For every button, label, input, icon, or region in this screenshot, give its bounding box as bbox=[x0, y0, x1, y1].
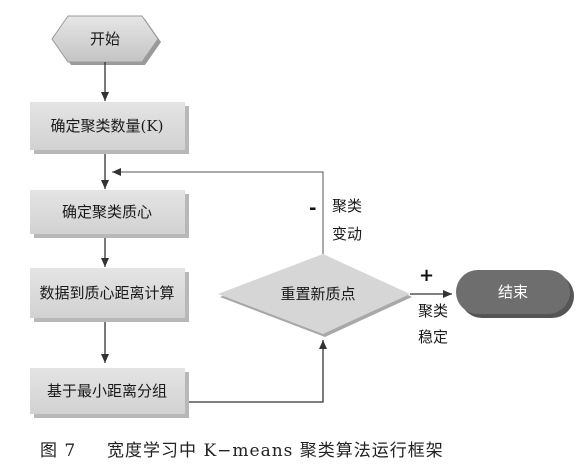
figure-caption: 图 7 宽度学习中 K−means 聚类算法运行框架 bbox=[40, 436, 580, 461]
stable-label-line1: 聚类 bbox=[418, 302, 448, 320]
decision-node: 重置新质点 bbox=[218, 254, 412, 337]
start-node: 开始 bbox=[51, 15, 161, 65]
figure-title: 宽度学习中 K−means 聚类算法运行框架 bbox=[107, 441, 444, 461]
changed-sign: - bbox=[309, 198, 316, 219]
kmeans-flowchart: 开始 确定聚类数量(K) 确定聚类质心 数据到质心距离计算 基于最小距离分组 重… bbox=[30, 15, 574, 418]
set-centroids-label: 确定聚类质心 bbox=[62, 203, 152, 221]
group-box: 基于最小距离分组 bbox=[30, 368, 189, 418]
set-k-box: 确定聚类数量(K) bbox=[30, 102, 189, 154]
set-k-label: 确定聚类数量(K) bbox=[51, 117, 164, 135]
changed-label-line2: 变动 bbox=[332, 225, 362, 243]
changed-label-line1: 聚类 bbox=[332, 197, 362, 215]
distance-label: 数据到质心距离计算 bbox=[39, 284, 174, 302]
arrow-group-to-decision bbox=[189, 340, 327, 403]
end-label: 结束 bbox=[498, 283, 528, 301]
figure-number: 图 7 bbox=[40, 441, 77, 461]
arrow-decision-feedback bbox=[112, 168, 324, 254]
start-label: 开始 bbox=[90, 30, 120, 48]
set-centroids-box: 确定聚类质心 bbox=[30, 190, 189, 238]
group-label: 基于最小距离分组 bbox=[47, 382, 167, 400]
decision-label: 重置新质点 bbox=[280, 285, 355, 303]
end-node: 结束 bbox=[456, 270, 574, 318]
stable-sign: + bbox=[419, 265, 434, 286]
stable-label-line2: 稳定 bbox=[418, 328, 448, 346]
distance-box: 数据到质心距离计算 bbox=[30, 268, 189, 322]
